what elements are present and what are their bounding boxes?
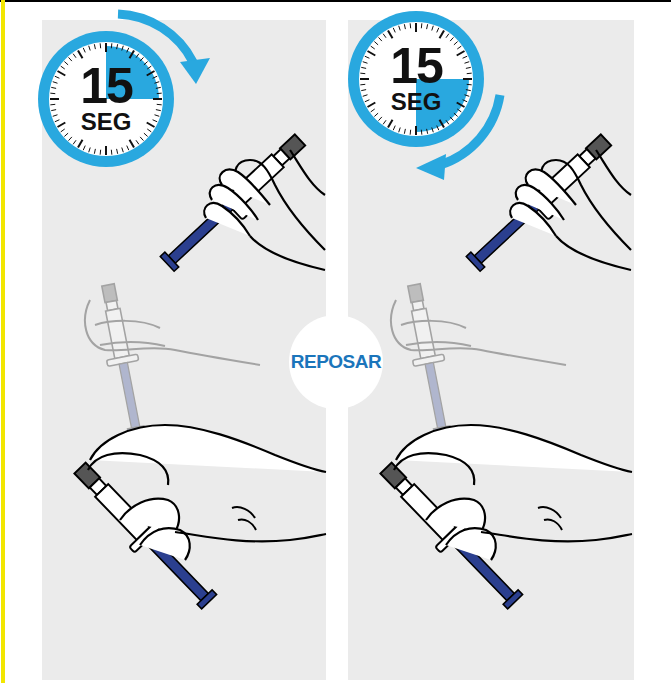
timer-dial: 15SEG [345,8,487,150]
arrow-head [180,58,210,84]
hands-with-syringes [372,126,632,615]
timer-seconds: 15 [80,63,132,109]
side-border [1,0,5,683]
panel [42,20,326,680]
top-border [0,0,671,2]
rest-label: REPOSAR [291,351,381,373]
rest-circle: REPOSAR [288,314,384,410]
arrow-head [416,154,446,180]
timer-unit: SEG [391,89,442,115]
hands-with-syringes [66,126,326,615]
timer-unit: SEG [81,109,132,135]
timer-dial: 15SEG [35,28,177,170]
timer-seconds: 15 [390,43,442,89]
panel [348,20,634,680]
